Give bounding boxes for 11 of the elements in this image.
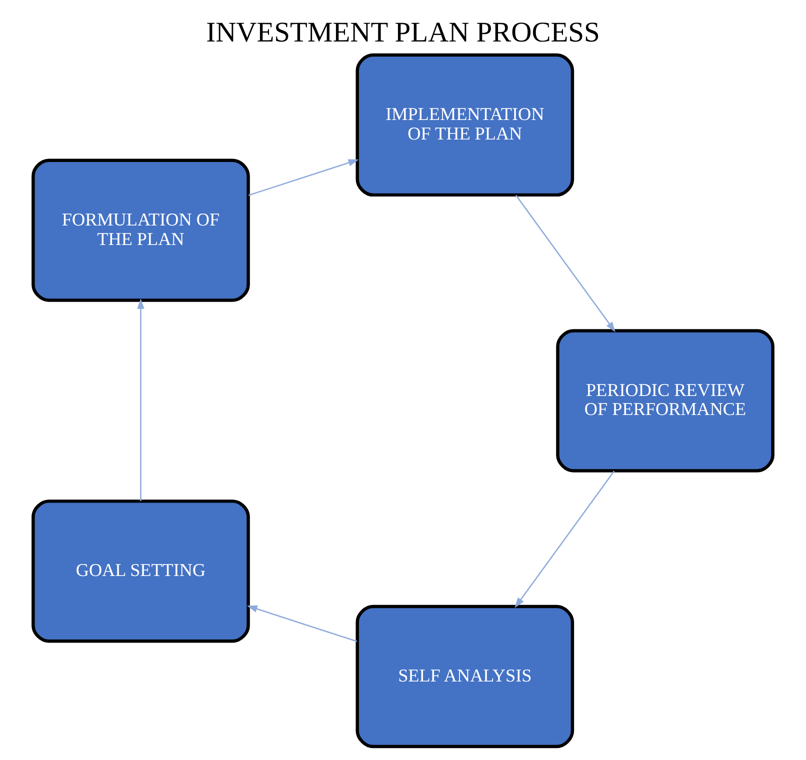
arrow [137, 298, 144, 501]
node-box: FORMULATION OF THE PLAN [32, 158, 250, 302]
diagram-title: INVESTMENT PLAN PROCESS [206, 18, 600, 49]
arrow [246, 605, 358, 642]
arrow [248, 159, 359, 196]
node-box: PERIODIC REVIEW OF PERFORMANCE [556, 329, 774, 472]
arrow [514, 470, 615, 608]
node-box: GOAL SETTING [32, 500, 250, 643]
arrow [515, 194, 616, 332]
node-box: SELF ANALYSIS [356, 604, 574, 748]
node-box: IMPLEMENTATION OF THE PLAN [356, 53, 574, 197]
